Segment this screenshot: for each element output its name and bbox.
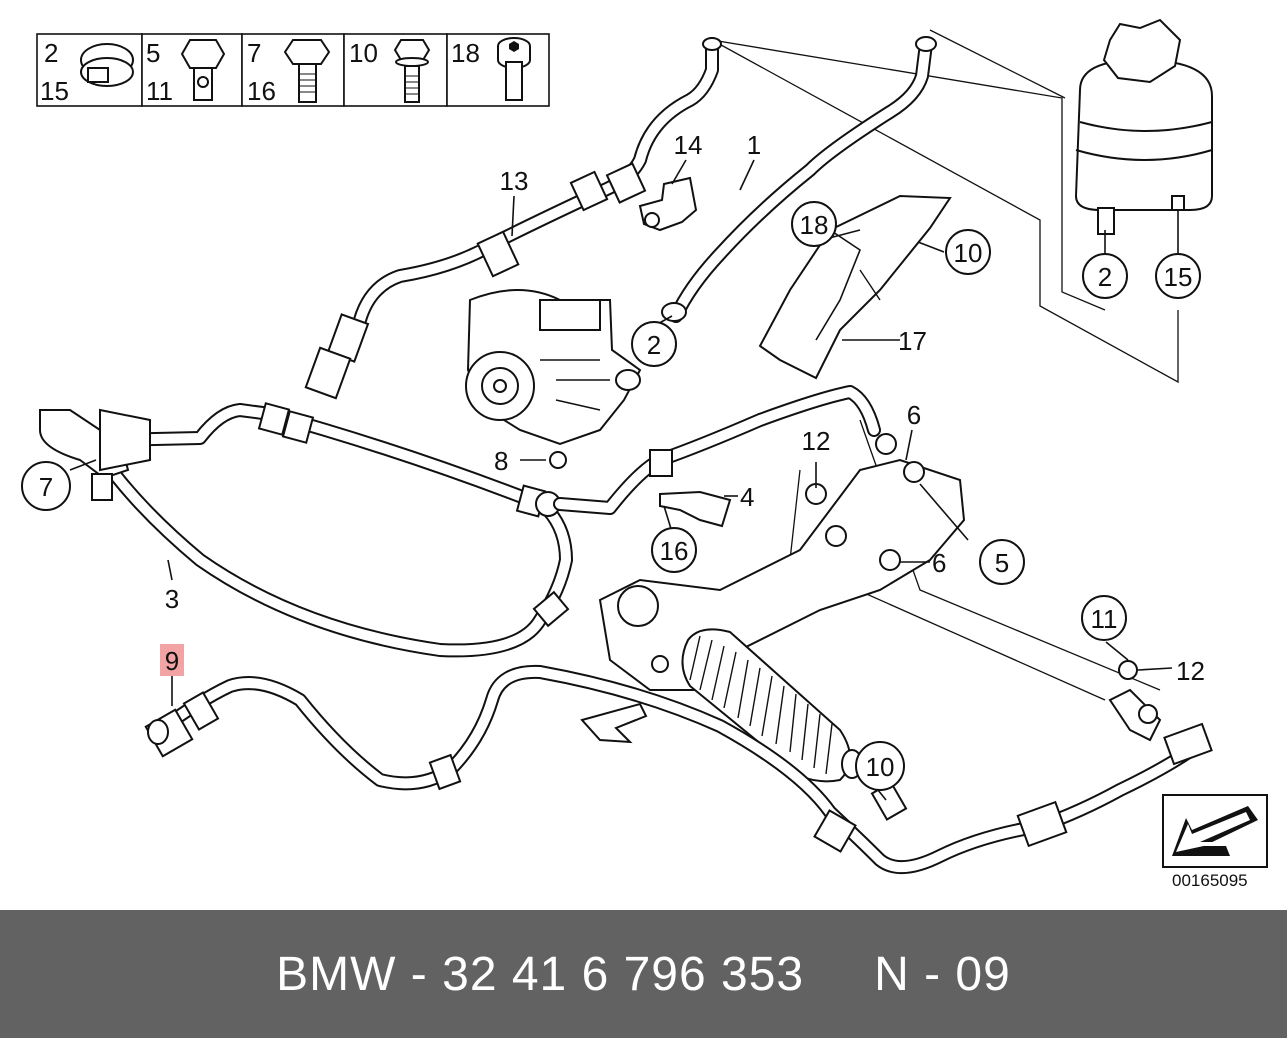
legend-label: 11 bbox=[146, 76, 173, 106]
heat-shield bbox=[758, 194, 952, 380]
svg-text:2: 2 bbox=[647, 330, 661, 360]
reference-code: N - 09 bbox=[874, 947, 1011, 1001]
socket-screw-icon bbox=[497, 37, 531, 101]
svg-text:16: 16 bbox=[660, 536, 689, 566]
svg-text:10: 10 bbox=[954, 238, 983, 268]
legend-label: 15 bbox=[40, 76, 69, 106]
left-clip bbox=[39, 408, 151, 501]
label-part-3: 3 bbox=[165, 584, 179, 614]
fastener-legend: 2 15 5 11 7 16 10 18 bbox=[36, 33, 550, 107]
label-part-17: 17 bbox=[898, 326, 927, 356]
svg-text:10: 10 bbox=[866, 752, 895, 782]
flange-bolt-icon bbox=[393, 39, 431, 103]
svg-text:7: 7 bbox=[39, 472, 53, 502]
svg-text:5: 5 bbox=[995, 548, 1009, 578]
svg-text:9: 9 bbox=[165, 646, 179, 676]
part-code: BMW - 32 41 6 796 353 bbox=[276, 947, 805, 1001]
label-part-12-lower: 12 bbox=[1176, 656, 1205, 686]
diagram-canvas: 2 15 5 11 7 16 10 18 bbox=[21, 18, 1268, 890]
callout-11: 11 bbox=[1081, 595, 1127, 641]
label-part-6-lower: 6 bbox=[932, 548, 946, 578]
banjo-bolt-icon bbox=[180, 39, 226, 101]
label-part-13: 13 bbox=[500, 166, 529, 196]
legend-label: 10 bbox=[349, 38, 378, 68]
part-number-footer: BMW - 32 41 6 796 353 N - 09 bbox=[0, 910, 1287, 1038]
callout-15: 15 bbox=[1155, 253, 1201, 299]
label-part-12-upper: 12 bbox=[802, 426, 831, 456]
callout-2-reservoir: 2 bbox=[1082, 253, 1128, 299]
leader-lines bbox=[69, 159, 1179, 801]
callout-7: 7 bbox=[21, 461, 71, 511]
callout-2-pump: 2 bbox=[631, 321, 677, 367]
callout-10-rack: 10 bbox=[855, 741, 905, 791]
label-part-1: 1 bbox=[747, 130, 761, 160]
power-steering-pump bbox=[465, 289, 642, 446]
callout-10-shield: 10 bbox=[945, 229, 991, 275]
svg-text:18: 18 bbox=[800, 210, 829, 240]
svg-text:15: 15 bbox=[1164, 262, 1193, 292]
callout-18: 18 bbox=[791, 201, 837, 247]
hose-clamp-icon bbox=[80, 43, 134, 87]
label-part-14: 14 bbox=[674, 130, 703, 160]
callout-16: 16 bbox=[651, 527, 697, 573]
legend-label: 16 bbox=[247, 76, 276, 106]
svg-text:2: 2 bbox=[1098, 262, 1112, 292]
label-part-6-upper: 6 bbox=[907, 400, 921, 430]
legend-label: 7 bbox=[247, 38, 261, 68]
legend-label: 18 bbox=[451, 38, 480, 68]
callout-5: 5 bbox=[979, 539, 1025, 585]
bracket-14 bbox=[638, 176, 698, 232]
legend-label: 5 bbox=[146, 38, 160, 68]
highlighted-part-9: 9 bbox=[160, 644, 184, 676]
fluid-reservoir bbox=[1074, 18, 1213, 235]
svg-text:11: 11 bbox=[1091, 604, 1118, 634]
parts-diagram: 2 15 5 11 7 16 10 18 bbox=[21, 18, 1268, 890]
hex-bolt-icon bbox=[283, 39, 331, 103]
legend-label: 2 bbox=[44, 38, 58, 68]
orientation-arrow-icon bbox=[1162, 794, 1268, 868]
label-part-8: 8 bbox=[494, 446, 508, 476]
diagram-number: 00165095 bbox=[1172, 871, 1248, 890]
label-part-4: 4 bbox=[740, 482, 754, 512]
